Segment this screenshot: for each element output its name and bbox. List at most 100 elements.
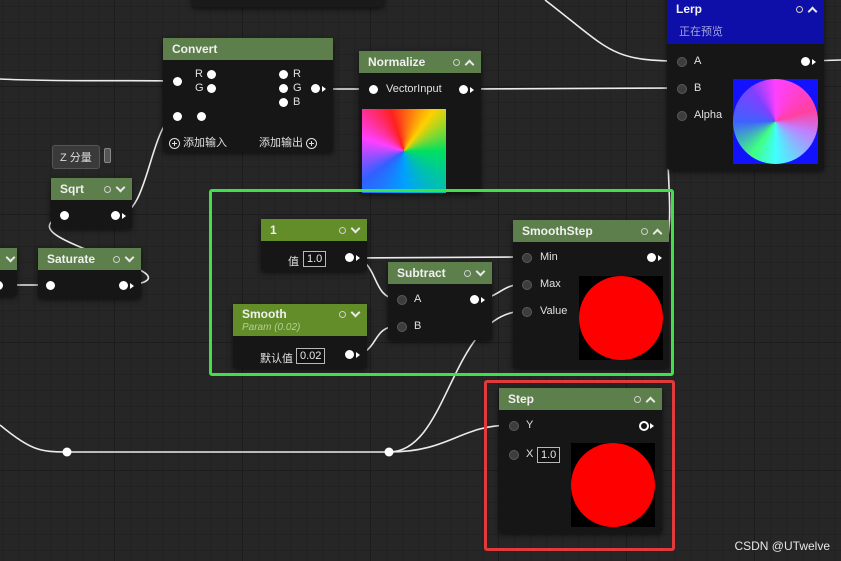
- saturate-output-pin[interactable]: [119, 281, 128, 290]
- lerp-a-pin[interactable]: [677, 57, 687, 67]
- subtract-node[interactable]: Subtract A B: [388, 262, 492, 340]
- step-x-label: X: [526, 448, 534, 460]
- smooth-param-node[interactable]: Smooth Param (0.02) 默认值 0.02: [233, 304, 367, 368]
- smooth-param-output-pin[interactable]: [345, 350, 354, 359]
- subtract-output-pin[interactable]: [470, 295, 479, 304]
- partial-node-left-header[interactable]: [0, 248, 17, 270]
- normalize-header[interactable]: Normalize: [359, 51, 481, 73]
- convert-r-out-pin[interactable]: [279, 70, 288, 79]
- step-node[interactable]: Step Y X 1.0: [499, 388, 662, 533]
- convert-r-in-pin[interactable]: [207, 70, 216, 79]
- collapse-icon[interactable]: [807, 6, 818, 16]
- lerp-node[interactable]: Lerp 正在预览 A B Alpha: [667, 0, 824, 170]
- add-output-label: 添加输出: [259, 137, 303, 149]
- step-x-value-field[interactable]: 1.0: [537, 447, 561, 463]
- smoothstep-min-label: Min: [540, 251, 558, 263]
- smooth-param-value-field[interactable]: 0.02: [296, 348, 326, 364]
- sqrt-input-pin[interactable]: [60, 211, 69, 220]
- smoothstep-max-label: Max: [540, 278, 561, 290]
- normalize-output-pin[interactable]: [459, 85, 468, 94]
- expand-icon[interactable]: [5, 252, 16, 263]
- convert-input-pin[interactable]: [173, 77, 182, 86]
- preview-toggle-icon[interactable]: [339, 310, 346, 318]
- step-y-pin[interactable]: [509, 421, 519, 431]
- preview-toggle-icon[interactable]: [453, 58, 460, 66]
- wire-trunk-to-step-y: [388, 424, 512, 453]
- convert-b-input-pin[interactable]: [173, 112, 182, 121]
- convert-in-g-label: G: [195, 82, 204, 94]
- smoothstep-header[interactable]: SmoothStep: [513, 220, 669, 242]
- partial-node-top[interactable]: [192, 0, 384, 7]
- normalize-vectorinput-pin[interactable]: [369, 85, 378, 94]
- expand-icon[interactable]: [350, 223, 361, 234]
- smoothstep-min-pin[interactable]: [522, 253, 532, 263]
- z-component-label: Z 分量: [60, 152, 92, 164]
- step-output-pin[interactable]: [639, 421, 649, 431]
- normalize-title: Normalize: [368, 55, 426, 69]
- add-input-button[interactable]: 添加输入: [169, 134, 227, 150]
- preview-toggle-icon[interactable]: [641, 227, 648, 235]
- convert-output-pin[interactable]: [311, 84, 320, 93]
- preview-toggle-icon[interactable]: [464, 269, 471, 277]
- convert-g-in-pin[interactable]: [207, 84, 216, 93]
- smoothstep-title: SmoothStep: [522, 224, 593, 238]
- partial-node-left-output-pin[interactable]: [0, 281, 3, 290]
- step-x-pin[interactable]: [509, 450, 519, 460]
- step-y-label: Y: [526, 419, 534, 431]
- constant-one-node[interactable]: 1 值 1.0: [261, 219, 367, 271]
- sqrt-output-pin[interactable]: [111, 211, 120, 220]
- convert-node[interactable]: Convert R G R G B 添加输入 添加输出: [163, 38, 333, 152]
- collapse-icon[interactable]: [645, 396, 656, 406]
- lerp-output-pin[interactable]: [801, 57, 810, 66]
- convert-b-in-pin[interactable]: [197, 112, 206, 121]
- saturate-input-pin[interactable]: [46, 281, 55, 290]
- convert-b-out-pin[interactable]: [279, 98, 288, 107]
- lerp-preview: [733, 79, 818, 164]
- add-output-button[interactable]: 添加输出: [259, 134, 318, 150]
- normalize-node[interactable]: Normalize VectorInput: [359, 51, 481, 193]
- convert-g-out-pin[interactable]: [279, 84, 288, 93]
- constant-one-header[interactable]: 1: [261, 219, 367, 241]
- expand-icon[interactable]: [115, 182, 126, 193]
- collapse-icon[interactable]: [652, 228, 663, 238]
- subtract-b-pin[interactable]: [397, 322, 407, 332]
- lerp-alpha-pin[interactable]: [677, 111, 687, 121]
- sqrt-header[interactable]: Sqrt: [51, 178, 132, 200]
- subtract-header[interactable]: Subtract: [388, 262, 492, 284]
- lerp-header[interactable]: Lerp: [667, 0, 824, 24]
- lerp-b-pin[interactable]: [677, 84, 687, 94]
- sqrt-node[interactable]: Sqrt: [51, 178, 132, 228]
- smooth-param-header[interactable]: Smooth: [233, 304, 367, 324]
- preview-toggle-icon[interactable]: [634, 395, 641, 403]
- saturate-title: Saturate: [47, 252, 96, 266]
- smoothstep-output-arrow: [658, 255, 662, 261]
- lerp-b-label: B: [694, 82, 702, 94]
- collapse-icon[interactable]: [464, 59, 475, 69]
- smoothstep-node[interactable]: SmoothStep Min Max Value: [513, 220, 669, 368]
- constant-one-value-field[interactable]: 1.0: [303, 251, 327, 267]
- preview-toggle-icon[interactable]: [339, 226, 346, 234]
- step-header[interactable]: Step: [499, 388, 662, 410]
- convert-output-arrow: [322, 86, 326, 92]
- add-input-label: 添加输入: [183, 137, 228, 149]
- preview-toggle-icon[interactable]: [796, 5, 803, 13]
- normalize-output-arrow: [470, 87, 474, 93]
- convert-header[interactable]: Convert: [163, 38, 333, 60]
- constant-one-output-pin[interactable]: [345, 253, 354, 262]
- smooth-param-output-arrow: [356, 352, 360, 358]
- smoothstep-output-pin[interactable]: [647, 253, 656, 262]
- saturate-header[interactable]: Saturate: [38, 248, 141, 270]
- step-output-arrow: [650, 423, 654, 429]
- preview-toggle-icon[interactable]: [113, 255, 120, 263]
- subtract-a-pin[interactable]: [397, 295, 407, 305]
- smoothstep-value-pin[interactable]: [522, 307, 532, 317]
- partial-node-left[interactable]: [0, 248, 17, 296]
- expand-icon[interactable]: [124, 252, 135, 263]
- preview-toggle-icon[interactable]: [104, 185, 111, 193]
- plus-circle-icon: [169, 137, 180, 149]
- smoothstep-max-pin[interactable]: [522, 280, 532, 290]
- convert-out-b-label: B: [293, 96, 301, 108]
- expand-icon[interactable]: [475, 266, 486, 277]
- saturate-node[interactable]: Saturate: [38, 248, 141, 298]
- expand-icon[interactable]: [350, 307, 361, 318]
